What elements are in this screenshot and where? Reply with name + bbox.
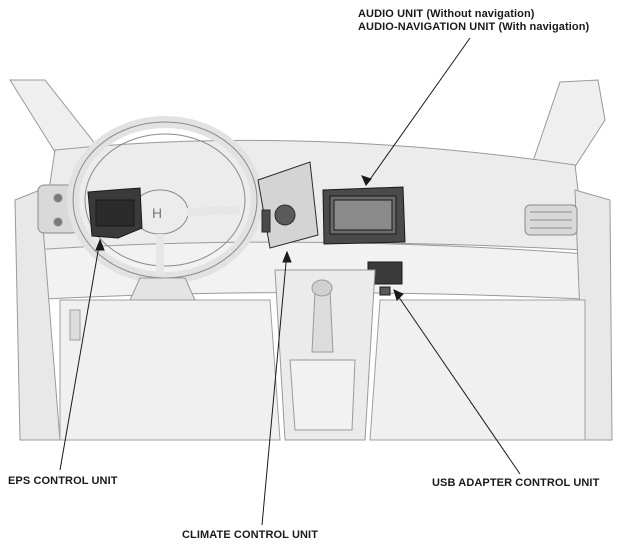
leader-lines — [59, 37, 521, 526]
arrowhead-climate — [282, 250, 292, 263]
audio-navigation-unit-label: AUDIO-NAVIGATION UNIT (With navigation) — [358, 21, 590, 33]
right-air-vent — [524, 204, 578, 236]
arrowhead-audio — [361, 175, 372, 186]
svg-text:H: H — [152, 205, 162, 221]
steering-column — [129, 277, 196, 301]
arrowhead-usb — [393, 289, 404, 301]
leader-line-usb — [393, 289, 521, 475]
center-console — [274, 269, 376, 441]
leader-line-climate — [261, 251, 288, 526]
usb-adapter-control-unit-label: USB ADAPTER CONTROL UNIT — [432, 477, 600, 489]
climate-control-panel — [257, 161, 319, 249]
leader-line-eps — [59, 239, 101, 471]
climate-control-unit-label: CLIMATE CONTROL UNIT — [182, 529, 319, 541]
eps-control-unit-box — [87, 187, 143, 239]
audio-unit-label: AUDIO UNIT (Without navigation) — [358, 8, 535, 20]
leader-line-audio — [365, 37, 471, 186]
eps-control-unit-label: EPS CONTROL UNIT — [8, 475, 118, 487]
audio-navigation-unit-box — [322, 186, 406, 245]
arrowhead-eps — [95, 238, 105, 251]
usb-adapter-unit-box — [367, 261, 403, 296]
floor-area — [59, 299, 586, 441]
